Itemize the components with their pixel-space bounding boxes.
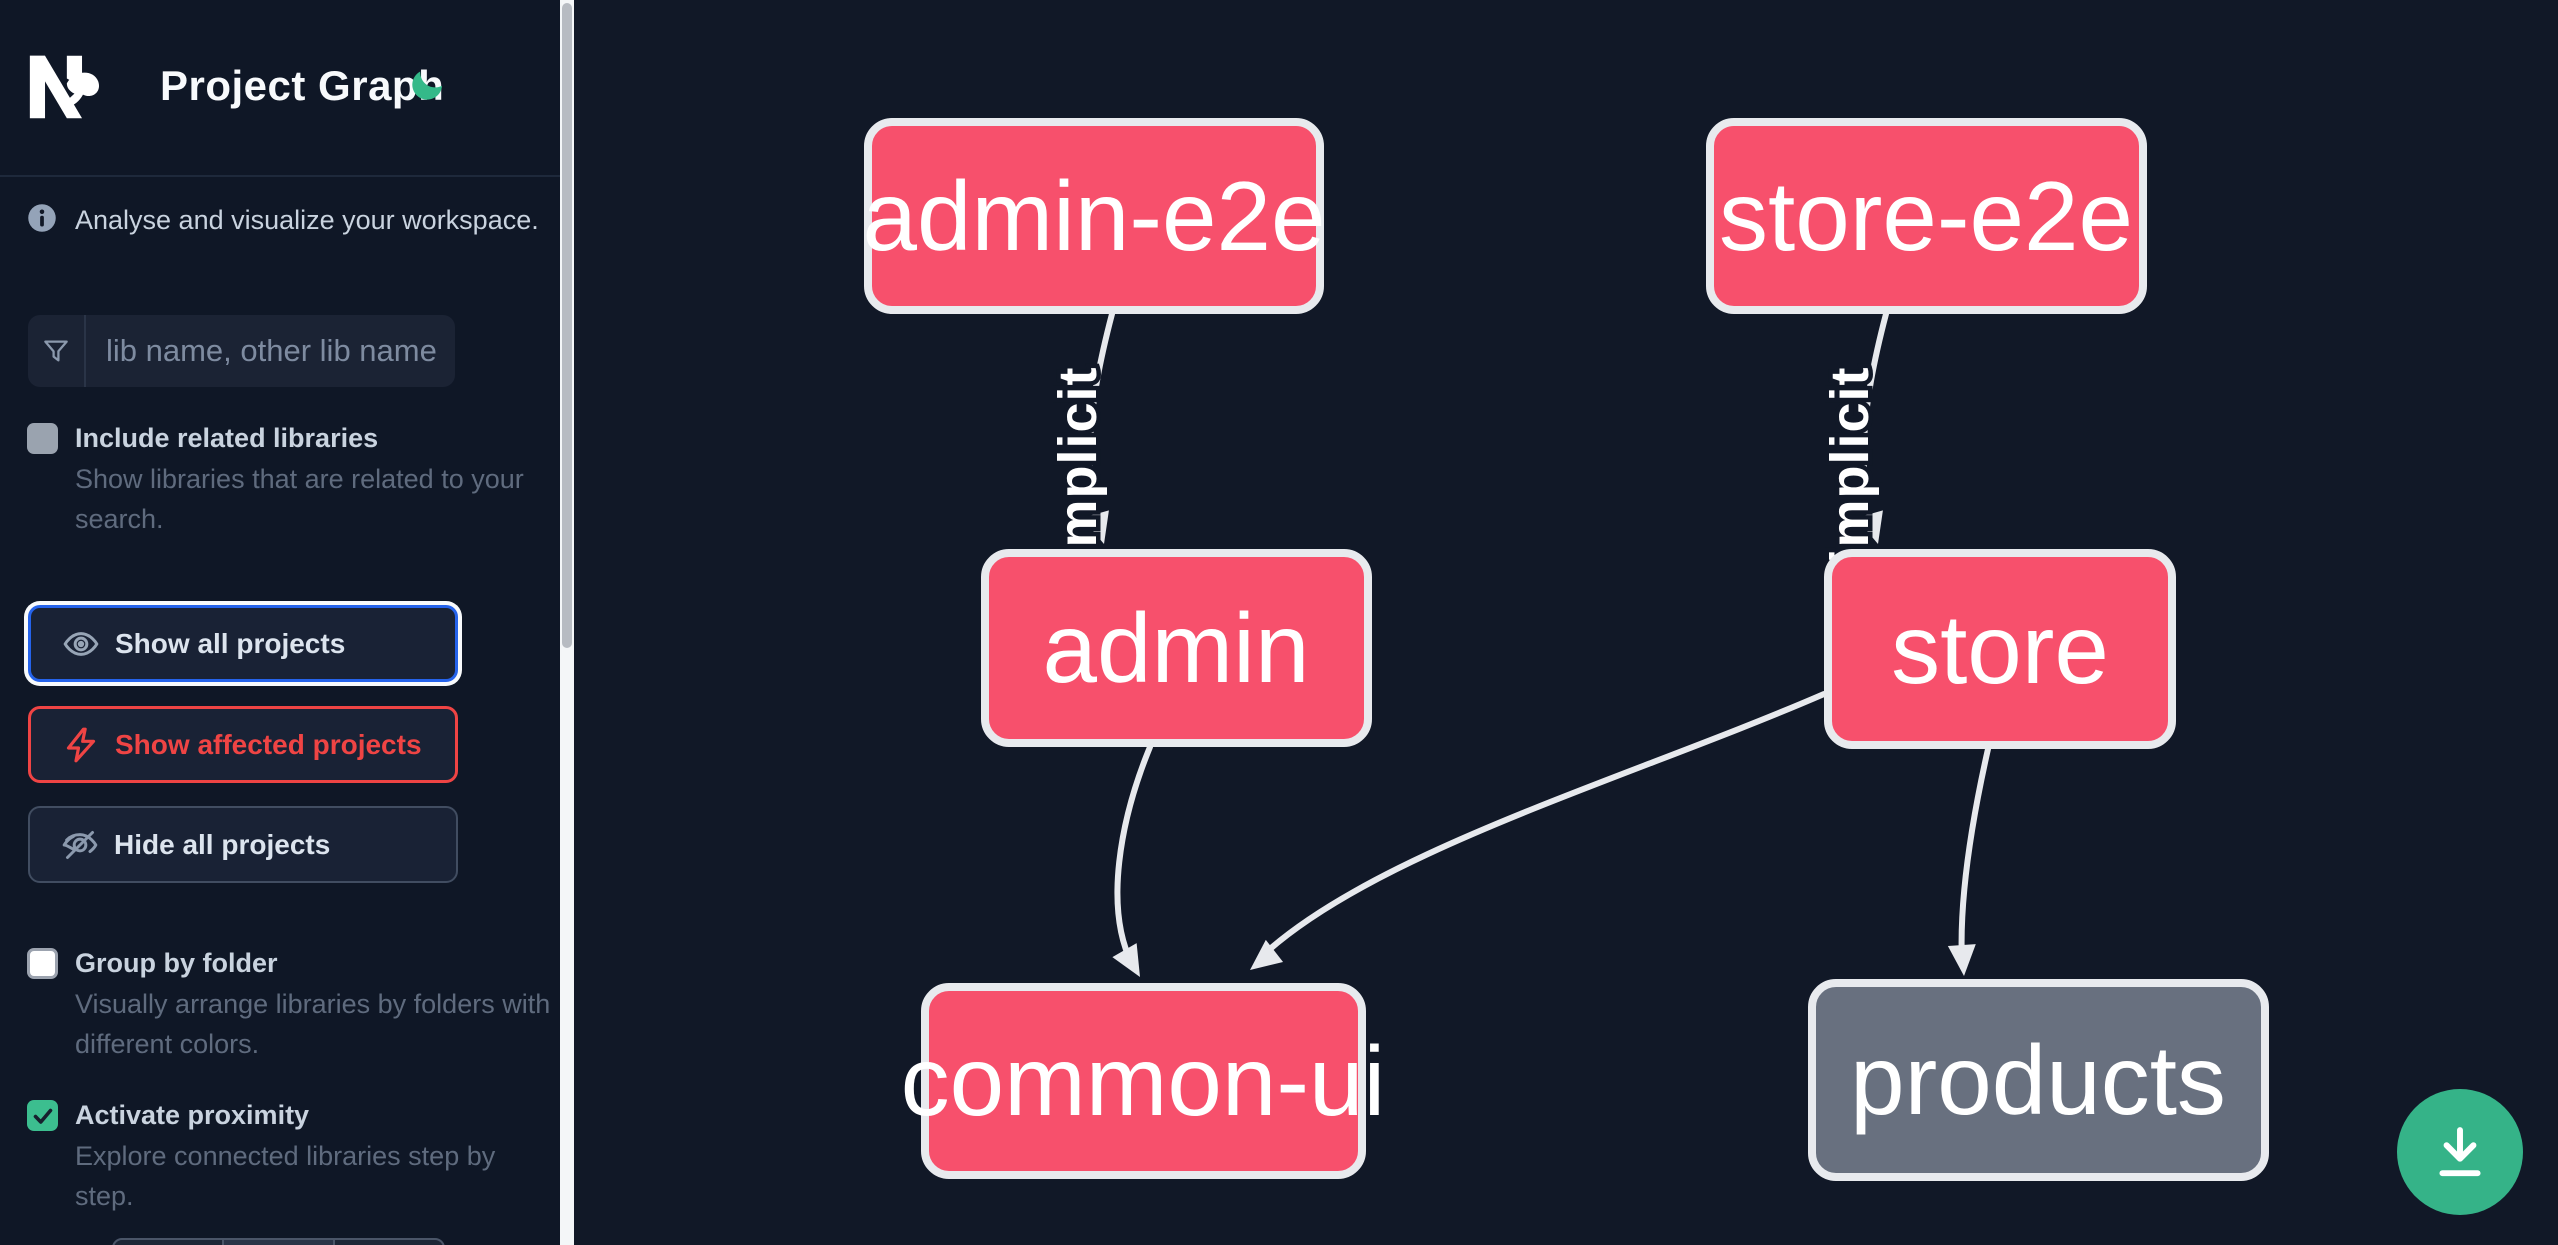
edge-store-e2e-store: implicit bbox=[1816, 311, 1889, 568]
sidebar-scrollbar-thumb[interactable] bbox=[562, 3, 572, 648]
filter-icon-cell bbox=[28, 315, 86, 387]
show-affected-projects-button[interactable]: Show affected projects bbox=[28, 706, 458, 783]
eye-icon bbox=[63, 631, 99, 656]
theme-toggle-moon-icon[interactable] bbox=[408, 66, 446, 104]
sidebar: Project Graph Analyse and visualize your… bbox=[0, 0, 560, 1245]
edge-admin-e2e-admin: implicit bbox=[1044, 311, 1115, 568]
toggle-description: Explore connected libraries step by step… bbox=[75, 1141, 496, 1211]
graph-node-admin[interactable]: admin bbox=[981, 549, 1372, 747]
segmented-control-partial[interactable] bbox=[112, 1238, 445, 1245]
node-label: store-e2e bbox=[1719, 161, 2133, 271]
graph-node-store-e2e[interactable]: store-e2e bbox=[1706, 118, 2147, 314]
segment-button[interactable] bbox=[224, 1240, 335, 1245]
lightning-bolt-icon bbox=[66, 727, 96, 762]
graph-node-admin-e2e[interactable]: admin-e2e bbox=[862, 118, 1326, 314]
segment-button[interactable] bbox=[114, 1240, 225, 1245]
edge-label-implicit: implicit bbox=[1820, 366, 1880, 563]
checkbox-unchecked[interactable] bbox=[27, 948, 58, 979]
toggle-label: Include related libraries bbox=[75, 423, 379, 453]
node-label: admin bbox=[1043, 593, 1310, 703]
arrowhead-icon bbox=[1855, 510, 1883, 544]
edge-label-implicit: implicit bbox=[1048, 366, 1108, 563]
show-all-projects-button[interactable]: Show all projects bbox=[28, 605, 458, 682]
toggle-activate-proximity[interactable]: Activate proximity Explore connected lib… bbox=[27, 1098, 555, 1216]
arrowhead-icon bbox=[1081, 510, 1109, 544]
toggle-label: Activate proximity bbox=[75, 1100, 310, 1130]
arrowhead-icon bbox=[1250, 939, 1284, 970]
workspace-tagline-row: Analyse and visualize your workspace. bbox=[27, 203, 539, 236]
checkbox-unchecked[interactable] bbox=[27, 423, 58, 454]
filter-funnel-icon bbox=[44, 340, 68, 362]
sidebar-scrollbar-track[interactable] bbox=[560, 0, 574, 1245]
toggle-group-by-folder[interactable]: Group by folder Visually arrange librari… bbox=[27, 946, 555, 1064]
checkbox-checked[interactable] bbox=[27, 1100, 58, 1131]
button-label: Hide all projects bbox=[114, 828, 331, 860]
edge-store-common-ui bbox=[1250, 691, 1827, 970]
segment-button[interactable] bbox=[335, 1240, 443, 1245]
toggle-include-related-libraries[interactable]: Include related libraries Show libraries… bbox=[27, 421, 555, 539]
button-label: Show affected projects bbox=[115, 728, 422, 760]
node-label: admin-e2e bbox=[862, 161, 1325, 271]
node-label: store bbox=[1891, 594, 2109, 704]
search-input[interactable] bbox=[86, 315, 455, 387]
graph-node-products[interactable]: products bbox=[1808, 979, 2269, 1181]
nx-logo-icon bbox=[29, 55, 100, 119]
info-icon bbox=[28, 204, 56, 232]
check-icon bbox=[33, 1108, 52, 1124]
download-icon bbox=[2439, 1127, 2481, 1177]
arrowhead-icon bbox=[1112, 943, 1140, 977]
graph-node-store[interactable]: store bbox=[1824, 549, 2176, 749]
tagline-text: Analyse and visualize your workspace. bbox=[75, 205, 539, 235]
node-label: common-ui bbox=[901, 1026, 1386, 1136]
sidebar-header: Project Graph bbox=[0, 0, 560, 175]
edge-admin-common-ui bbox=[1112, 744, 1153, 977]
search-bar bbox=[28, 315, 455, 387]
toggle-description: Visually arrange libraries by folders wi… bbox=[75, 989, 551, 1059]
button-label: Show all projects bbox=[115, 627, 346, 659]
edge-store-products bbox=[1947, 746, 1991, 976]
toggle-description: Show libraries that are related to your … bbox=[75, 464, 524, 534]
download-graph-button[interactable] bbox=[2397, 1089, 2523, 1215]
toggle-label: Group by folder bbox=[75, 948, 278, 978]
header-divider bbox=[0, 175, 560, 177]
arrowhead-icon bbox=[1947, 944, 1976, 976]
graph-node-common-ui[interactable]: common-ui bbox=[901, 983, 1386, 1179]
eye-off-icon bbox=[62, 830, 98, 859]
page-title: Project Graph bbox=[160, 62, 445, 109]
hide-all-projects-button[interactable]: Hide all projects bbox=[28, 806, 458, 883]
node-label: products bbox=[1850, 1025, 2226, 1135]
